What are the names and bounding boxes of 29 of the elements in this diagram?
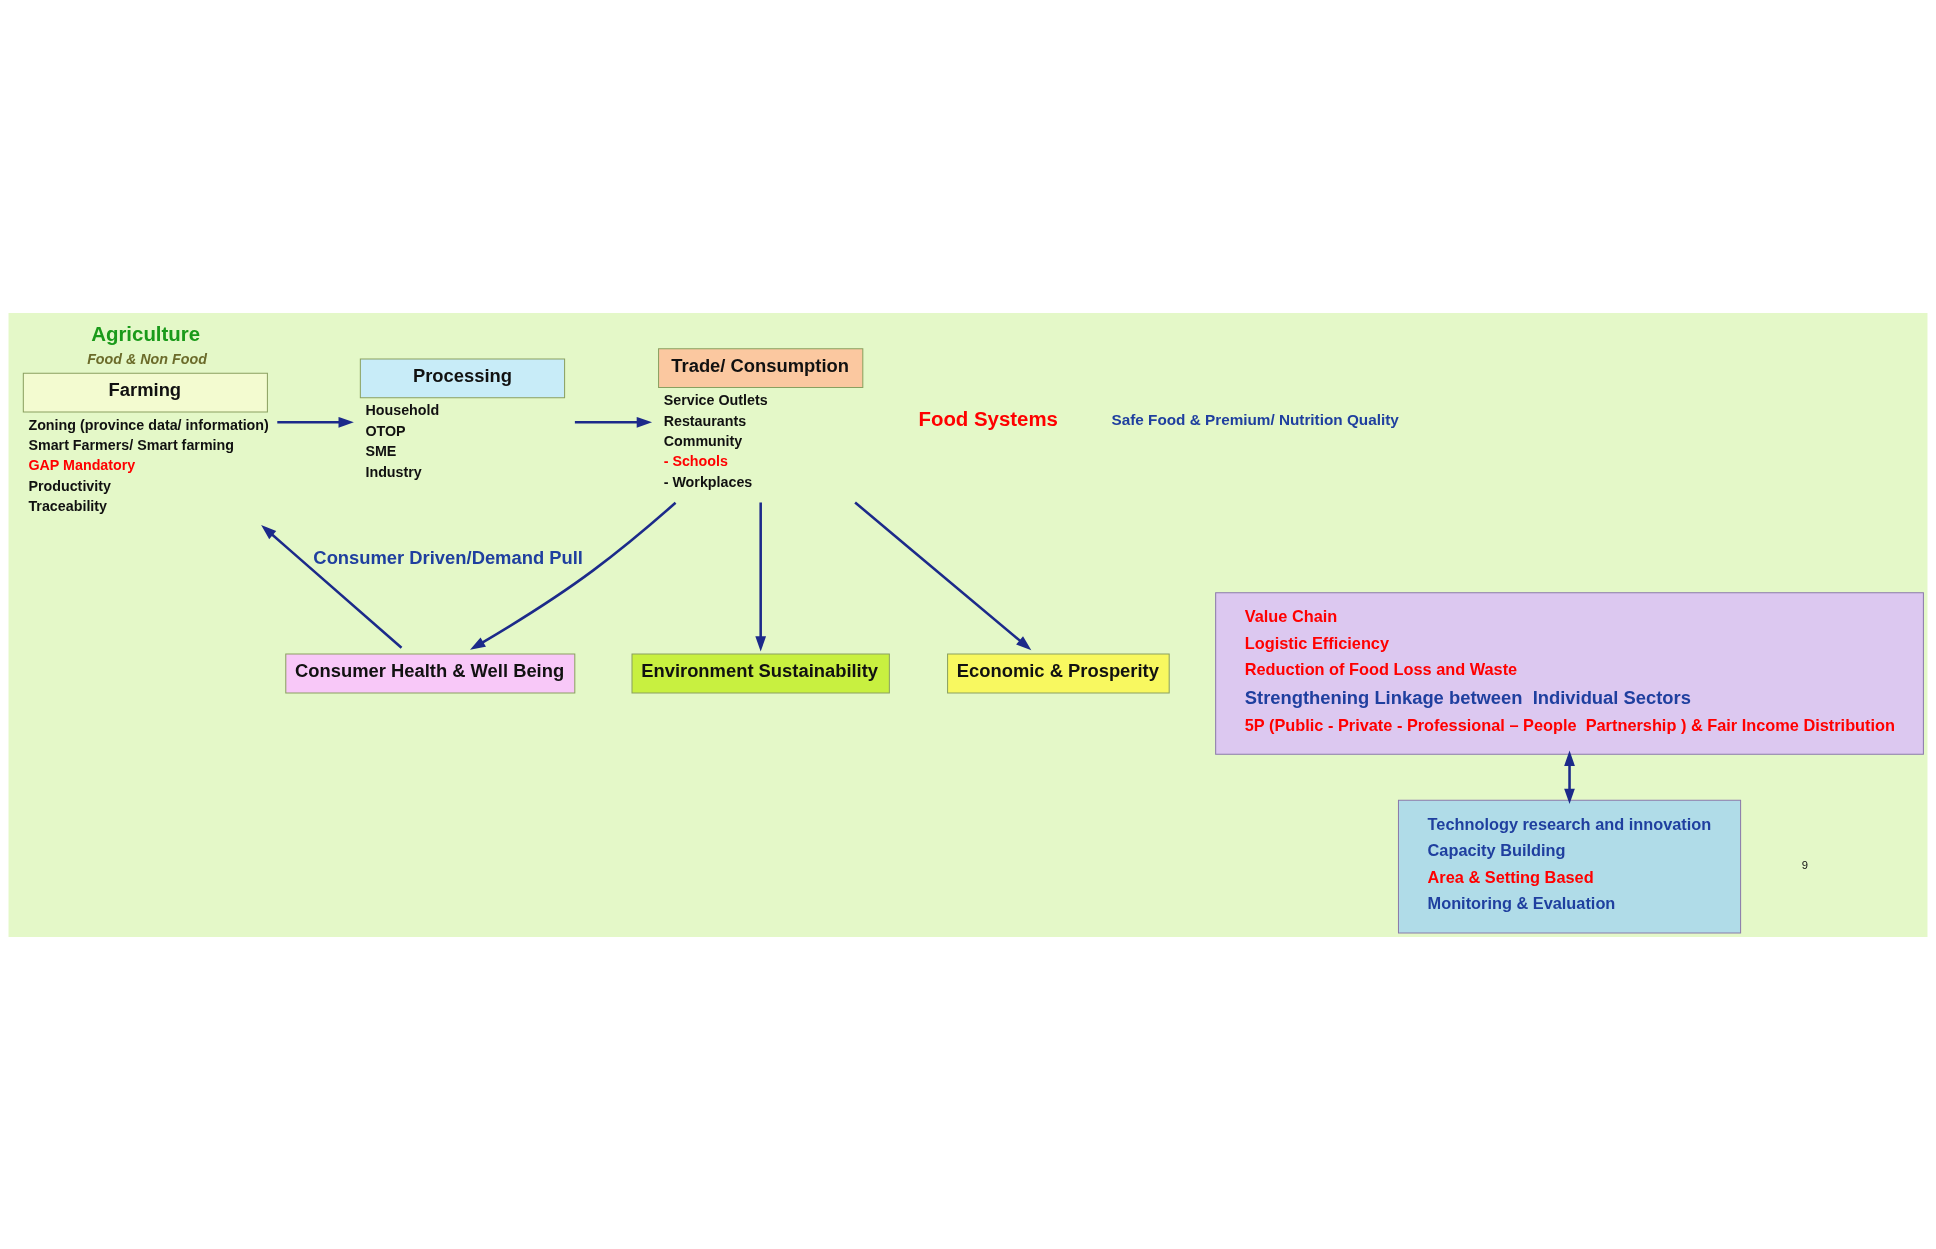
label: Food Systems <box>918 407 1058 430</box>
arrow <box>277 416 354 428</box>
node-label: OTOP <box>365 422 406 439</box>
node-label: Productivity <box>28 477 111 494</box>
arrow <box>854 501 1032 650</box>
node-label: Smart Farmers/ Smart farming <box>28 436 234 453</box>
node-label: Zoning (province data/ information) <box>28 416 269 433</box>
label: 9 <box>1801 858 1809 871</box>
node-label: Household <box>365 401 440 418</box>
node-box: Technology research and innovation Capacity Building Area & Setting Based Monitoring & Evaluation <box>1397 799 1742 933</box>
node-label: GAP Mandatory <box>28 456 136 473</box>
arrow <box>1564 750 1575 804</box>
node-box: Value Chain Logistic Efficiency Reduction of Food Loss and Waste Strengthening Linkage between Individual Sectors 5P (Public - Private - Professional – People Partnership ) & Fair Income Distribution <box>1215 591 1924 755</box>
node-label: Community <box>663 432 743 449</box>
node-label: - Schools <box>663 452 728 469</box>
node-label: Service Outlets <box>663 391 768 408</box>
node-label: Restaurants <box>663 412 747 429</box>
arrow <box>470 501 677 650</box>
arrow <box>574 416 653 428</box>
node-label: Food & Non Food <box>87 350 207 367</box>
node-label: Industry <box>365 463 422 480</box>
label: Safe Food & Premium/ Nutrition Quality <box>1111 410 1399 428</box>
edge-label: Consumer Driven/Demand Pull <box>313 546 583 568</box>
arrow <box>755 502 767 652</box>
arrow <box>261 524 403 649</box>
node-label: Agriculture <box>91 322 201 345</box>
node-label: Traceability <box>28 497 108 514</box>
node-label: - Workplaces <box>663 473 753 490</box>
node-label: SME <box>365 442 397 459</box>
